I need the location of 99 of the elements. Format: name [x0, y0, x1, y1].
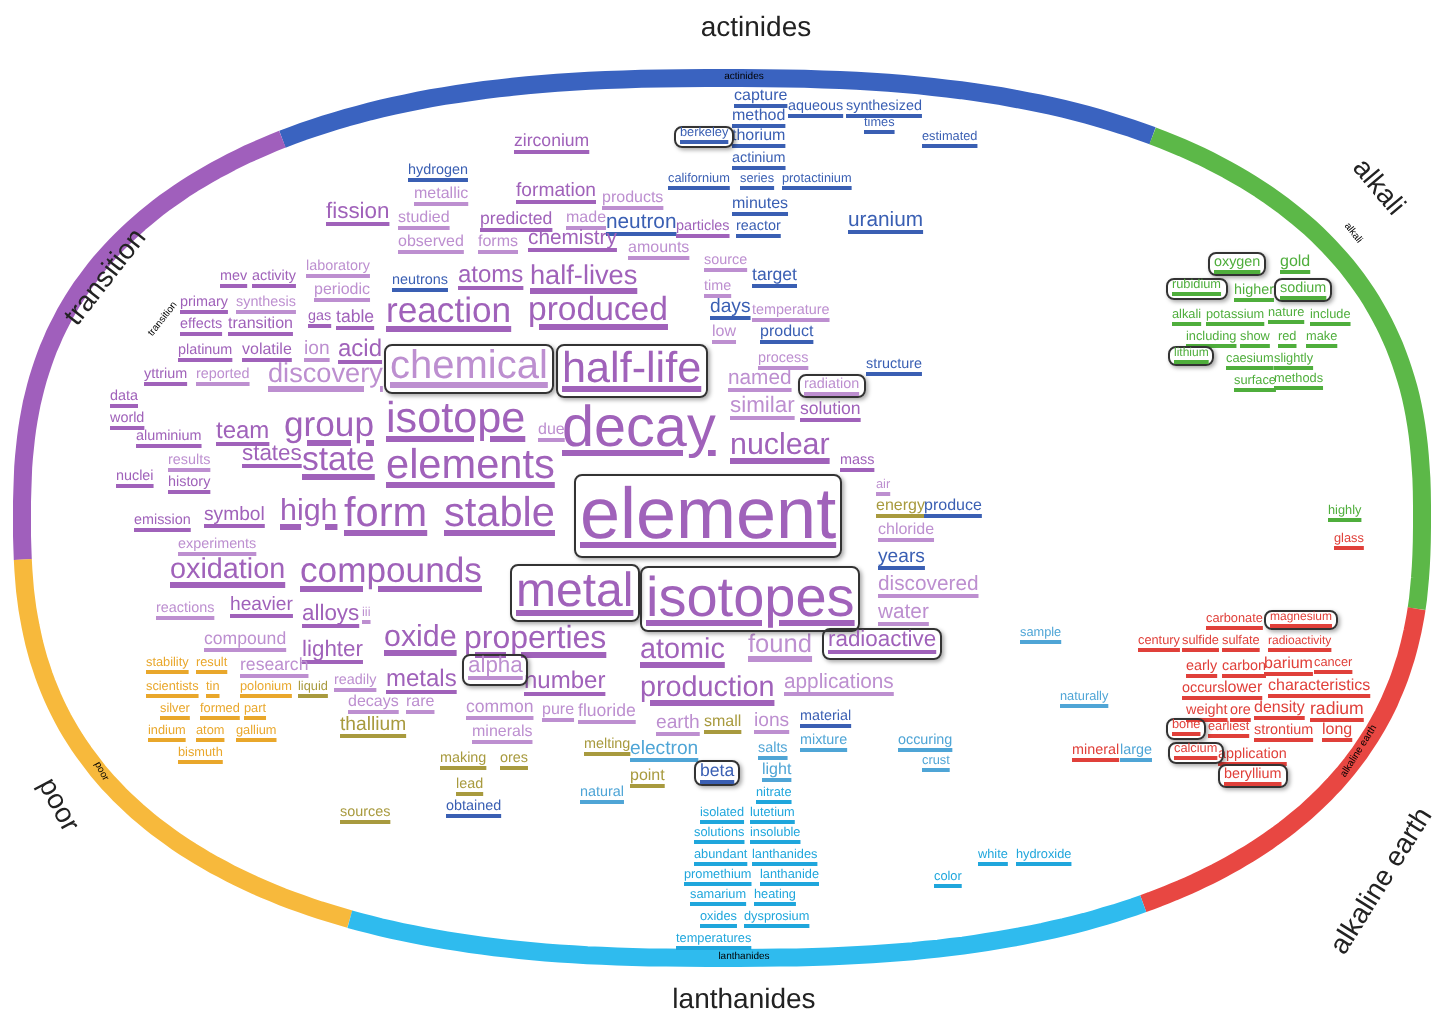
cloud-word: minutes	[732, 196, 789, 213]
cloud-word: ions	[754, 712, 790, 733]
cloud-word: years	[878, 548, 925, 569]
cloud-word: uranium	[848, 212, 924, 234]
cloud-word: low	[712, 324, 737, 341]
cloud-word: water	[878, 604, 929, 626]
cloud-word: lower	[1224, 680, 1263, 697]
cloud-word: isotope	[386, 396, 526, 442]
cloud-word: chemistry	[528, 230, 617, 252]
cloud-word: minerals	[472, 724, 533, 741]
highlighted-word: half-life	[556, 344, 708, 398]
cloud-word: characteristics	[1268, 678, 1371, 695]
category-label: poor	[34, 772, 86, 836]
cloud-word: states	[242, 444, 302, 468]
cloud-word: decay	[562, 398, 716, 459]
cloud-word: fission	[326, 202, 390, 226]
cloud-word: light	[762, 762, 792, 779]
cloud-word: atomic	[640, 636, 725, 667]
cloud-word: metals	[386, 666, 457, 692]
cloud-word: transition	[228, 316, 293, 333]
cloud-word: rare	[406, 694, 435, 711]
cloud-word: found	[748, 630, 813, 657]
cloud-word: due	[538, 422, 565, 438]
highlighted-word: element	[574, 474, 843, 558]
cloud-word: common	[466, 698, 534, 717]
cloud-word: radium	[1310, 700, 1364, 719]
cloud-word: half-lives	[530, 262, 638, 291]
cloud-word: solution	[800, 400, 861, 419]
category-label: lanthanides	[672, 983, 816, 1012]
cloud-word: barium	[1264, 656, 1313, 673]
cloud-word: chloride	[878, 522, 935, 539]
cloud-word: oxidation	[170, 556, 286, 587]
cloud-word: number	[524, 668, 606, 694]
cloud-word: predicted	[480, 210, 553, 229]
cloud-word: similar	[730, 396, 795, 420]
cloud-word: high	[280, 496, 338, 528]
cloud-word: studied	[398, 210, 450, 227]
cloud-word: neutron	[606, 214, 677, 234]
cloud-word: nuclear	[730, 430, 830, 462]
cloud-word: made	[566, 210, 607, 227]
highlighted-word: isotopes	[640, 566, 861, 633]
cloud-word: state	[302, 442, 375, 478]
cloud-word: capture	[734, 88, 788, 105]
cloud-word: symbol	[204, 506, 265, 527]
cloud-word: stable	[444, 492, 555, 536]
cloud-word: point	[630, 768, 665, 785]
highlighted-word: chemical	[384, 344, 554, 394]
cloud-word: density	[1254, 700, 1305, 717]
cloud-word: forms	[478, 234, 518, 251]
cloud-word: metallic	[414, 186, 469, 203]
cloud-word: production	[640, 674, 775, 705]
cloud-word: amounts	[628, 240, 690, 257]
cloud-word: produce	[924, 498, 982, 515]
cloud-word: elements	[386, 444, 555, 488]
cloud-word: gold	[1280, 254, 1311, 271]
cloud-word: method	[732, 108, 786, 125]
cloud-word: compound	[204, 630, 287, 649]
cloud-word: ion	[304, 340, 330, 361]
cloud-word: pure	[542, 702, 575, 719]
cloud-word: applications	[784, 674, 894, 696]
cloud-word: products	[602, 190, 664, 207]
cloud-word: volatile	[242, 342, 292, 359]
cloud-word: properties	[464, 624, 607, 656]
cloud-word: acid	[338, 336, 383, 362]
cloud-word: small	[704, 714, 742, 731]
cloud-word: discovery	[268, 360, 383, 389]
cloud-word: periodic	[314, 282, 371, 299]
cloud-word: days	[710, 298, 751, 319]
highlighted-word: beta	[694, 760, 741, 787]
cloud-word: research	[240, 656, 309, 675]
cloud-word: reaction	[386, 292, 512, 329]
cloud-word: earth	[656, 714, 700, 735]
cloud-word: electron	[630, 740, 699, 761]
cloud-word: oxide	[384, 622, 457, 654]
cloud-word: produced	[528, 292, 668, 328]
cloud-word: form	[344, 492, 428, 536]
cloud-word: lighter	[302, 640, 363, 662]
cloud-word: zirconium	[514, 132, 590, 151]
cloud-word: table	[336, 308, 375, 327]
cloud-word: team	[216, 418, 270, 444]
cloud-word: energy	[876, 498, 925, 515]
cloud-word: target	[752, 266, 797, 285]
cloud-word: decays	[348, 694, 399, 711]
cloud-word: fluoride	[578, 702, 636, 721]
cloud-word: long	[1322, 722, 1353, 739]
category-label: actinides	[700, 12, 812, 40]
cloud-word: heavier	[230, 596, 293, 617]
highlighted-word: metal	[510, 564, 640, 623]
cloud-word: discovered	[878, 576, 979, 598]
cloud-word: atoms	[458, 262, 524, 288]
cloud-word: alloys	[302, 604, 360, 628]
cloud-word: compounds	[300, 552, 482, 589]
cloud-word: group	[284, 406, 374, 443]
cloud-word: product	[760, 324, 814, 341]
cloud-word: thallium	[340, 716, 407, 737]
cloud-word: named	[728, 370, 792, 392]
highlighted-word: radioactive	[822, 628, 943, 660]
cloud-word: observed	[398, 234, 464, 251]
cloud-word: formation	[516, 182, 596, 203]
